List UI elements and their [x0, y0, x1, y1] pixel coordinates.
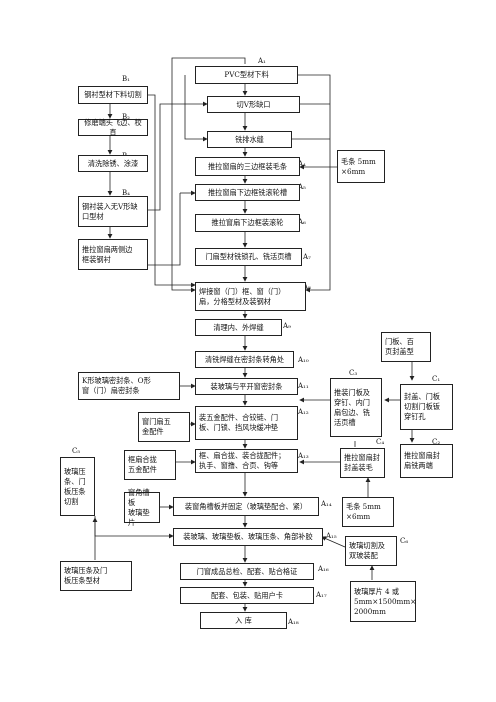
- material-corner-pad: 窗角槽板 玻璃垫片: [124, 488, 160, 527]
- step-c4-cap-sash: 推拉窗扇封 封盖装毛: [340, 448, 385, 478]
- step-c1-cap-cut: 封盖、门板 切割门板钣 穿钉孔: [400, 384, 453, 430]
- step-corner-plate: 装窗角槽板并固定（玻璃垫配合、紧）: [173, 497, 319, 516]
- step-label-c3: C₃: [349, 369, 358, 377]
- material-glass-strip: 玻璃压条及门 板压条型材: [60, 561, 132, 591]
- step-label-b2: B₂: [122, 113, 130, 121]
- step-label-a4: A₄: [298, 160, 306, 168]
- step-c2-sash-cap: 推拉窗扇封 扇铣两端: [400, 444, 453, 478]
- step-label-c1: C₁: [432, 375, 441, 383]
- step-c6-glass-cut: 玻璃切割及 双玻装配: [345, 536, 397, 566]
- step-hardware: 装五金配件、合铰链、门 板、门锁、挡风块缓冲垫: [195, 406, 298, 440]
- step-label-b1: B₁: [122, 75, 130, 83]
- step-c5-glass-strip: 玻璃压 条、门 板压条 切割: [60, 457, 95, 516]
- step-install-wheel: 推拉窗扇下边框装滚轮: [195, 214, 300, 232]
- step-label-a11: A₁₁: [298, 382, 309, 390]
- step-glass-install: 装玻璃、玻璃垫板、玻璃压条、角部补胶: [173, 528, 323, 546]
- material-glass-spec: 玻璃厚片 4 或 5mm×1500mm× 2000mm: [350, 581, 416, 622]
- step-clean-weld: 清理内、外焊缝: [195, 319, 282, 336]
- step-store: 入 库: [200, 612, 287, 629]
- material-seal-spec-2: 毛条 5mm ×6mm: [342, 497, 394, 527]
- step-label-c6: C₆: [400, 537, 409, 545]
- material-sash-hardware: 框扇合拢 五金配件: [124, 450, 176, 480]
- step-label-c5: C₅: [72, 447, 81, 455]
- step-label-b4: B₄: [122, 189, 130, 197]
- step-label-a16: A₁₆: [318, 565, 329, 573]
- step-b1-steel-cut: 钢衬型材下料切割: [78, 86, 148, 104]
- step-label-a5: A₅: [298, 183, 306, 191]
- step-pvc-cut: PVC型材下料: [195, 66, 298, 84]
- step-sash-seal: 推拉窗扇的三边框装毛条: [195, 157, 300, 176]
- step-label-a14: A₁₄: [321, 500, 332, 508]
- step-lower-groove: 推拉窗扇下边框铣滚轮槽: [195, 184, 300, 201]
- step-label-a7: A₇: [303, 253, 311, 261]
- step-frame-assembly: 框、扇合拢、装合拢配件； 执手、窗撸、合页、钩等: [195, 449, 298, 473]
- step-b2-grind: 修磨端头飞边、校直: [78, 118, 148, 137]
- step-label-a1: A₁: [258, 57, 266, 65]
- step-label-a10: A₁₀: [298, 356, 309, 364]
- step-label-a17: A₁₇: [316, 591, 327, 599]
- step-label-a9: A₉: [283, 322, 291, 330]
- material-k-seal: K形玻璃密封条、O形 窗（门）扇密封条: [78, 372, 180, 400]
- material-door-panel: 门板、百 页封盖型: [381, 332, 431, 362]
- step-v-notch: 切V形缺口: [207, 96, 300, 113]
- step-label-c2: C₂: [432, 438, 441, 446]
- step-corner-seal: 清铣焊缝在密封条转角处: [195, 351, 294, 368]
- step-pack: 配套、包装、贴用户卡: [180, 587, 314, 604]
- step-b3-clean: 清洗除锈、涂漆: [78, 155, 148, 172]
- step-label-a12: A₁₂: [298, 408, 309, 416]
- step-c3-door-hinge: 推装门板及 穿钉、内门 扇包边、铣 活页槽: [330, 378, 382, 437]
- step-label-a8: A₈: [303, 283, 311, 291]
- material-window-hardware: 窗门扇五 金配件: [138, 412, 190, 442]
- step-label-c4: C₄: [376, 438, 385, 446]
- step-lock-hole: 门扇型材铣锁孔、铣活页槽: [195, 248, 302, 266]
- step-label-a15: A₁₅: [326, 532, 337, 540]
- step-b5-sash-steel: 推拉窗扇两侧边 框装钢衬: [78, 239, 148, 270]
- step-drain-slot: 铣排水缝: [207, 131, 292, 148]
- material-seal-spec: 毛条 5mm ×6mm: [337, 150, 385, 183]
- step-glass-seal: 装玻璃与平开窗密封条: [195, 378, 298, 395]
- step-weld-frame: 焊接窗（门）框、窗（门） 扇，分格型材及装钢材: [195, 282, 306, 311]
- step-label-a6: A₆: [298, 218, 306, 226]
- step-label-a13: A₁₃: [298, 452, 309, 460]
- step-label-a18: A₁₈: [288, 618, 299, 626]
- step-b4-insert-steel: 钢衬装入无V形缺 口型材: [78, 196, 148, 227]
- step-inspect: 门窗成品总检、配套、贴合格证: [180, 563, 314, 580]
